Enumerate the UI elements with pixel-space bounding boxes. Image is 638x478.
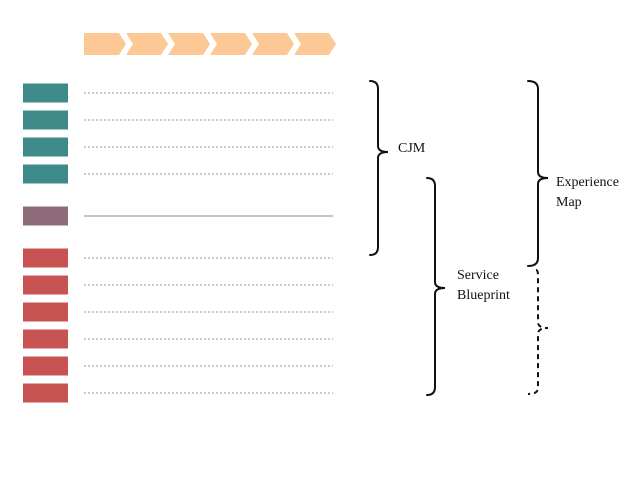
row-block-3 [23,137,68,157]
experience-map-label-line-2: Map [556,195,582,210]
experience-map-label-line-1: Experience [556,175,619,190]
experience-map-brace-dashed [527,269,549,395]
row-block-5 [23,206,68,226]
stage-chevron-5 [252,33,294,55]
stage-chevron-4 [210,33,252,55]
row-block-11 [23,383,68,403]
service-blueprint-brace [426,177,446,396]
row-block-9 [23,329,68,349]
service-blueprint-label-line-1: Service [457,268,499,283]
cjm-brace [369,80,389,256]
row-block-1 [23,83,68,103]
row-block-4 [23,164,68,184]
experience-map-brace [527,80,549,267]
service-blueprint-label: Service Blueprint [457,266,510,306]
experience-map-label: Experience Map [556,173,619,213]
stage-chevron-3 [168,33,210,55]
cjm-label: CJM [398,139,425,159]
stage-chevron-2 [126,33,168,55]
service-blueprint-label-line-2: Blueprint [457,288,510,303]
row-block-10 [23,356,68,376]
row-block-7 [23,275,68,295]
row-block-8 [23,302,68,322]
stage-chevron-1 [84,33,126,55]
row-block-6 [23,248,68,268]
row-block-2 [23,110,68,130]
cjm-label-text: CJM [398,141,426,156]
stage-chevron-6 [294,33,336,55]
